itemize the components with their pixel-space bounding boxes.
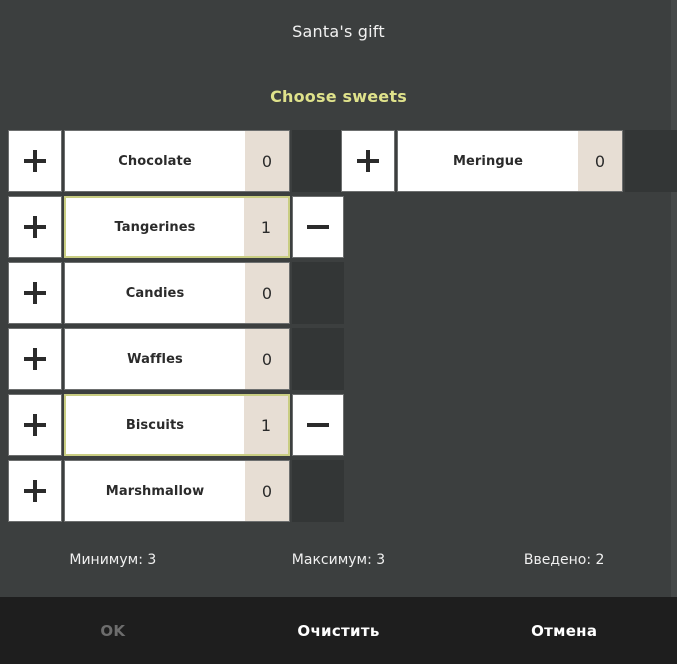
minus-icon <box>307 423 329 427</box>
increment-button[interactable] <box>341 130 395 192</box>
decrement-slot <box>292 196 344 258</box>
cancel-button[interactable]: Отмена <box>531 621 598 640</box>
increment-button[interactable] <box>8 262 62 324</box>
item-label: Candies <box>125 285 185 301</box>
minus-icon <box>307 225 329 229</box>
prompt-label: Choose sweets <box>270 87 407 106</box>
item-field[interactable]: Biscuits 1 <box>64 394 290 456</box>
item-row: Marshmallow 0 <box>8 458 344 524</box>
item-count: 0 <box>245 329 289 389</box>
item-field[interactable]: Chocolate 0 <box>64 130 290 192</box>
counter-maximum: Максимум: 3 <box>291 552 386 568</box>
counter-entered: Введено: 2 <box>523 552 605 568</box>
counter-minimum: Минимум: 3 <box>69 552 157 568</box>
item-field[interactable]: Meringue 0 <box>397 130 623 192</box>
item-field[interactable]: Waffles 0 <box>64 328 290 390</box>
counters-row: Минимум: 3 Максимум: 3 Введено: 2 <box>0 552 677 568</box>
item-field[interactable]: Candies 0 <box>64 262 290 324</box>
dialog-title: Santa's gift <box>292 22 385 41</box>
increment-button[interactable] <box>8 130 62 192</box>
decrement-button[interactable] <box>292 394 344 456</box>
decrement-placeholder <box>625 130 677 192</box>
item-row: Waffles 0 <box>8 326 344 392</box>
plus-icon <box>24 282 46 304</box>
decrement-slot <box>292 328 344 390</box>
decrement-placeholder <box>292 262 344 324</box>
decrement-slot <box>292 460 344 522</box>
item-count: 1 <box>244 396 288 454</box>
item-column-right: Meringue 0 <box>341 128 677 194</box>
decrement-slot <box>625 130 677 192</box>
vertical-scrollbar-track[interactable] <box>671 0 677 664</box>
item-row: Candies 0 <box>8 260 344 326</box>
item-label: Waffles <box>127 351 183 367</box>
decrement-slot <box>292 130 344 192</box>
decrement-placeholder <box>292 460 344 522</box>
item-label: Marshmallow <box>105 483 205 499</box>
decrement-slot <box>292 394 344 456</box>
item-row: Tangerines 1 <box>8 194 344 260</box>
decrement-placeholder <box>292 328 344 390</box>
plus-icon <box>24 480 46 502</box>
item-count: 0 <box>245 131 289 191</box>
plus-icon <box>24 150 46 172</box>
increment-button[interactable] <box>8 196 62 258</box>
item-row: Biscuits 1 <box>8 392 344 458</box>
clear-button[interactable]: Очистить <box>297 621 380 640</box>
item-count: 1 <box>244 198 288 256</box>
item-label: Biscuits <box>125 417 185 433</box>
item-count: 0 <box>245 461 289 521</box>
decrement-placeholder <box>292 130 344 192</box>
plus-icon <box>24 216 46 238</box>
plus-icon <box>357 150 379 172</box>
item-count: 0 <box>245 263 289 323</box>
increment-button[interactable] <box>8 328 62 390</box>
item-field[interactable]: Marshmallow 0 <box>64 460 290 522</box>
ok-button: OK <box>100 621 126 640</box>
decrement-slot <box>292 262 344 324</box>
increment-button[interactable] <box>8 394 62 456</box>
item-count: 0 <box>578 131 622 191</box>
plus-icon <box>24 348 46 370</box>
item-row: Chocolate 0 <box>8 128 344 194</box>
item-label: Chocolate <box>118 153 192 169</box>
dialog-button-bar: OK Очистить Отмена <box>0 597 677 664</box>
item-label: Tangerines <box>114 219 196 235</box>
item-label: Meringue <box>452 153 524 169</box>
decrement-button[interactable] <box>292 196 344 258</box>
item-field[interactable]: Tangerines 1 <box>64 196 290 258</box>
item-row: Meringue 0 <box>341 128 677 194</box>
plus-icon <box>24 414 46 436</box>
increment-button[interactable] <box>8 460 62 522</box>
